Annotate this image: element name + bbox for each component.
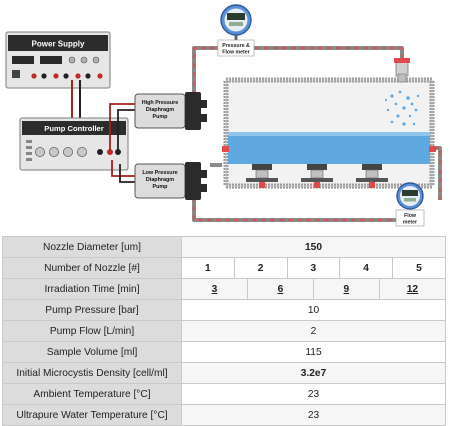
table-row: Irradiation Time [min] 3 6 9 12 [2, 278, 447, 300]
power-wires [71, 80, 81, 120]
controller-wires [109, 103, 140, 183]
irradiation-value: 6 [277, 283, 284, 295]
row-label: Nozzle Diameter [um] [2, 236, 182, 258]
row-label: Ultrapure Water Temperature [°C] [2, 404, 182, 426]
row-value: 23 [181, 404, 446, 426]
pressure-flow-meter: Pressure & Flow meter [217, 4, 255, 57]
top-meter-label-1: Pressure & [222, 43, 250, 49]
nozzle-count-cell: 2 [233, 257, 288, 279]
spray-nozzle [394, 58, 410, 83]
low-pressure-pump: Low Pressure Diaphragm Pump [134, 162, 207, 200]
nozzle-count-cell: 1 [181, 257, 235, 279]
table-row: Pump Pressure [bar] 10 [2, 299, 446, 321]
table-row: Number of Nozzle [#] 1 2 3 4 5 [2, 257, 446, 279]
power-supply-title: Power Supply [32, 40, 85, 49]
low-pump-label-3: Pump [153, 184, 169, 190]
row-label: Initial Microcystis Density [cell/ml] [2, 362, 182, 384]
nozzle-count-cell: 3 [286, 257, 341, 279]
pump-controller: Pump Controller [19, 117, 129, 171]
power-supply: Power Supply [5, 31, 111, 89]
spray-droplets [384, 90, 420, 126]
experiment-diagram: Power Supply Pump Controller [5, 4, 442, 227]
table-row: Sample Volume [ml] 115 [2, 341, 446, 363]
irradiation-value: 3 [211, 283, 218, 295]
row-label: Irradiation Time [min] [2, 278, 182, 300]
row-value: 2 [181, 320, 446, 342]
high-pressure-pump: High Pressure Diaphragm Pump [134, 92, 207, 130]
nozzle-count-cell: 4 [339, 257, 393, 279]
row-label: Pump Flow [L/min] [2, 320, 182, 342]
underwater-nozzles [246, 164, 388, 188]
flow-meter: Flow meter [395, 182, 425, 227]
row-label: Pump Pressure [bar] [2, 299, 182, 321]
row-value: 150 [181, 236, 446, 258]
pump-controller-title: Pump Controller [44, 124, 104, 133]
table-row: Initial Microcystis Density [cell/ml] 3.… [2, 362, 446, 384]
row-value: 23 [181, 383, 446, 405]
table-row: Ambient Temperature [°C] 23 [2, 383, 446, 405]
high-pump-label-2: Diaphragm [146, 107, 174, 113]
row-label: Ambient Temperature [°C] [2, 383, 182, 405]
high-pump-label-1: High Pressure [142, 100, 179, 106]
right-meter-label-2: meter [403, 220, 417, 226]
irradiation-value: 12 [406, 283, 419, 295]
irradiation-cell: 6 [246, 278, 314, 300]
parameters-table: Nozzle Diameter [um] 150 Number of Nozzl… [2, 236, 447, 426]
irradiation-value: 9 [343, 283, 350, 295]
row-value: 115 [181, 341, 446, 363]
row-label: Number of Nozzle [#] [2, 257, 182, 279]
water-tank [228, 132, 430, 164]
irradiation-cell: 9 [312, 278, 380, 300]
row-label: Sample Volume [ml] [2, 341, 182, 363]
row-value: 10 [181, 299, 446, 321]
low-pump-label-2: Diaphragm [146, 177, 174, 183]
table-row: Pump Flow [L/min] 2 [2, 320, 446, 342]
row-value: 3.2e7 [181, 362, 446, 384]
nozzle-count-cell: 5 [392, 257, 446, 279]
low-pump-label-1: Low Pressure [142, 170, 177, 176]
right-meter-label-1: Flow [404, 213, 417, 219]
table-row: Nozzle Diameter [um] 150 [2, 236, 446, 258]
high-pump-label-3: Pump [153, 114, 169, 120]
irradiation-cell: 3 [181, 278, 248, 300]
top-meter-label-2: Flow meter [222, 50, 249, 56]
table-row: Ultrapure Water Temperature [°C] 23 [2, 404, 446, 426]
irradiation-cell: 12 [378, 278, 447, 300]
